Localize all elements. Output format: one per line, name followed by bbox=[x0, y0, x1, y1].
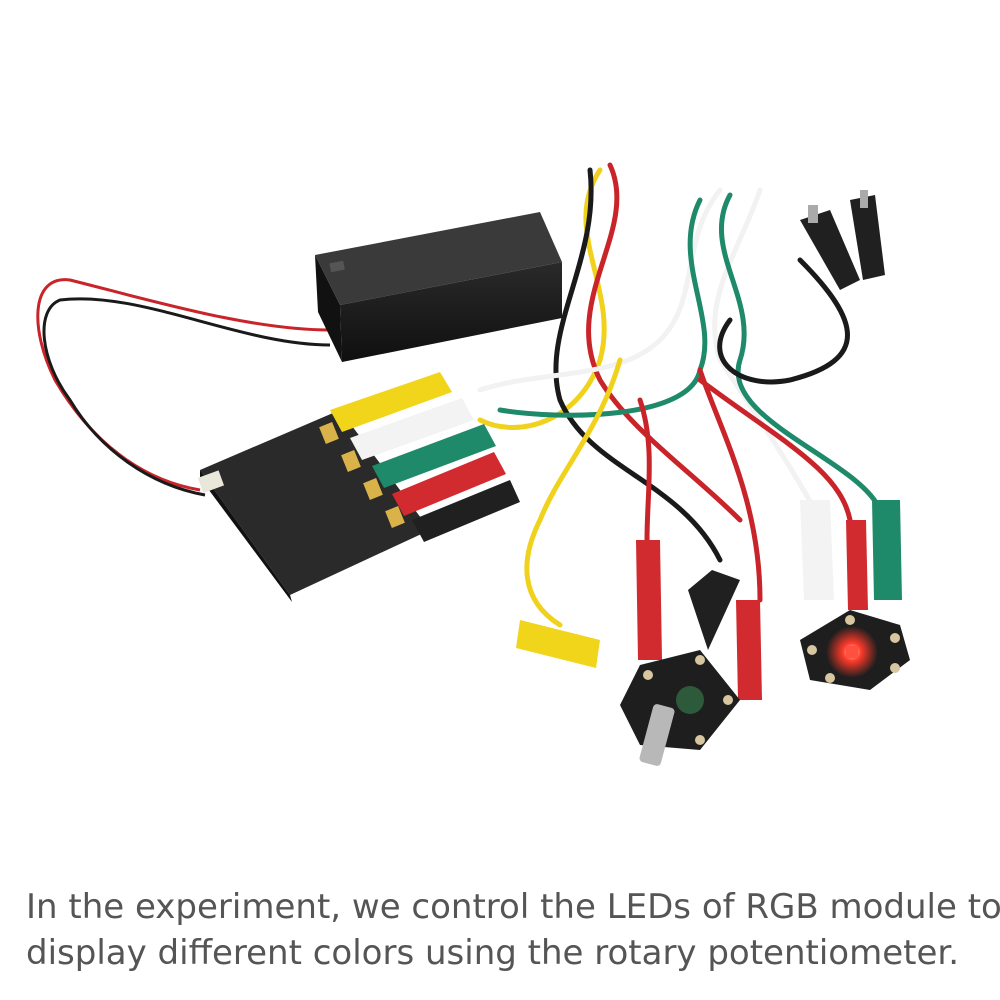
pot-clips bbox=[516, 540, 762, 700]
top-black-clips bbox=[800, 190, 885, 290]
battery-leads bbox=[36, 278, 331, 497]
board-clips bbox=[330, 372, 520, 542]
caption-line-1: In the experiment, we control the LEDs o… bbox=[26, 887, 1000, 927]
potentiometer-module bbox=[620, 650, 740, 766]
caption: In the experiment, we control the LEDs o… bbox=[26, 884, 1000, 976]
battery-box bbox=[315, 212, 562, 362]
board-edge-connectors bbox=[319, 422, 405, 528]
rgb-clips bbox=[800, 500, 902, 610]
rgb-led-module bbox=[800, 610, 910, 690]
wire-bundle bbox=[477, 162, 883, 628]
caption-line-2: display different colors using the rotar… bbox=[26, 933, 960, 973]
product-photo bbox=[36, 162, 910, 766]
